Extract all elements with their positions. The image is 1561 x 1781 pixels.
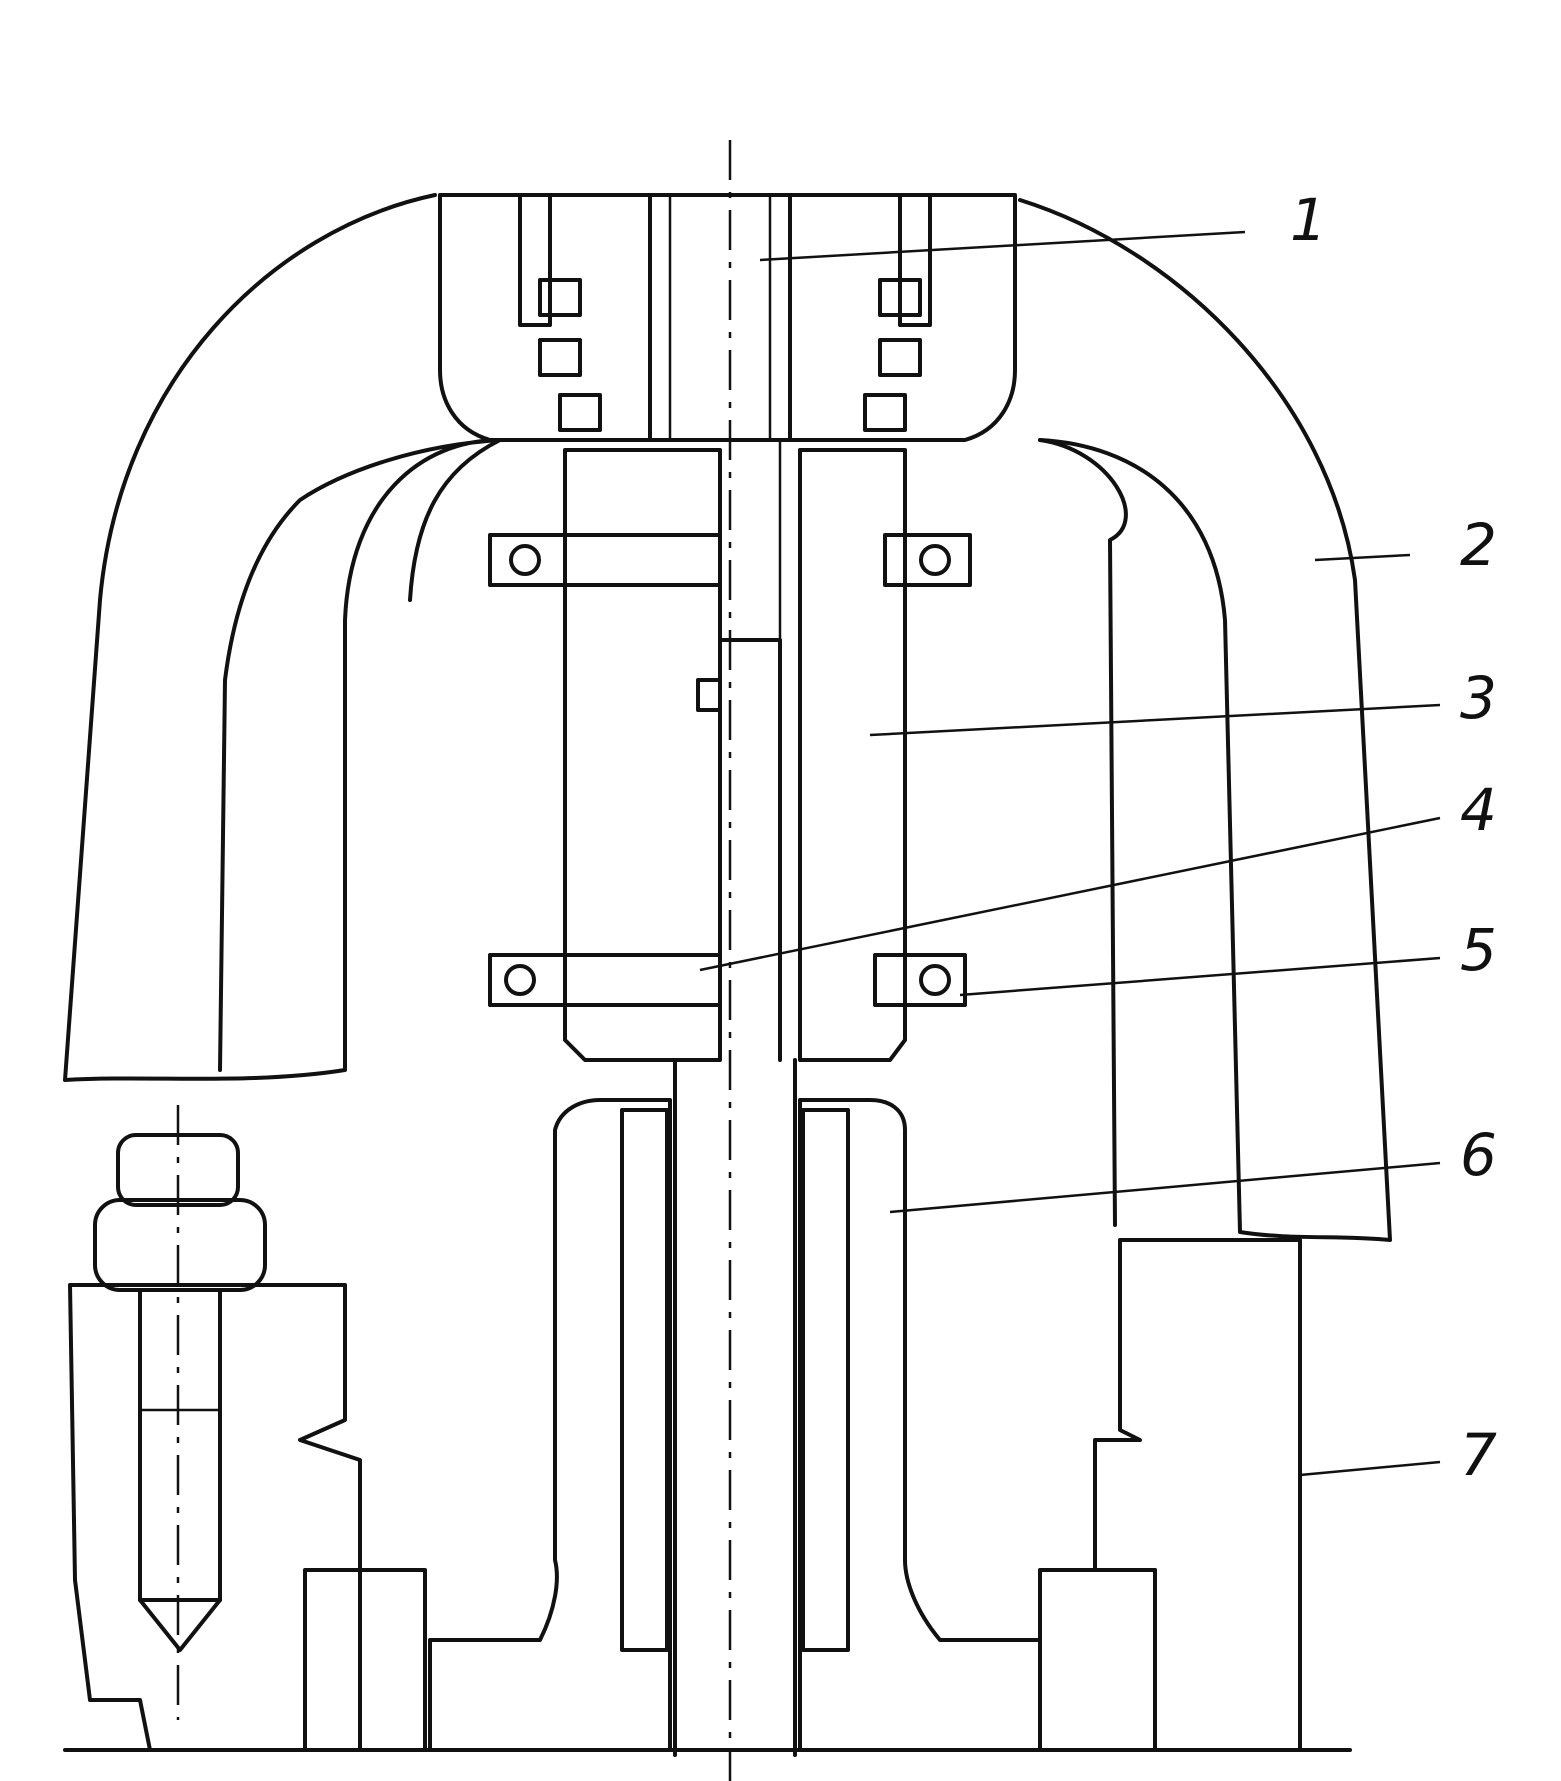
top-cap (438, 193, 1017, 442)
callout-5: 5 (1460, 916, 1497, 984)
leader-lines (699, 230, 1441, 1477)
callout-7: 7 (1460, 1421, 1497, 1489)
bolt-assembly (93, 1133, 267, 1652)
sleeve (563, 440, 907, 1062)
callout-4: 4 (1460, 776, 1497, 844)
callout-3: 3 (1460, 664, 1497, 732)
callouts: 1 2 3 4 5 6 7 (1290, 186, 1497, 1489)
base-flange (68, 1238, 1302, 1752)
callout-2: 2 (1460, 511, 1497, 579)
callout-6: 6 (1460, 1121, 1497, 1189)
spindle (673, 1058, 797, 1757)
housing (63, 193, 1392, 1242)
callout-1: 1 (1290, 186, 1327, 254)
clamps (488, 533, 972, 1007)
packing-gland (428, 1098, 1042, 1752)
